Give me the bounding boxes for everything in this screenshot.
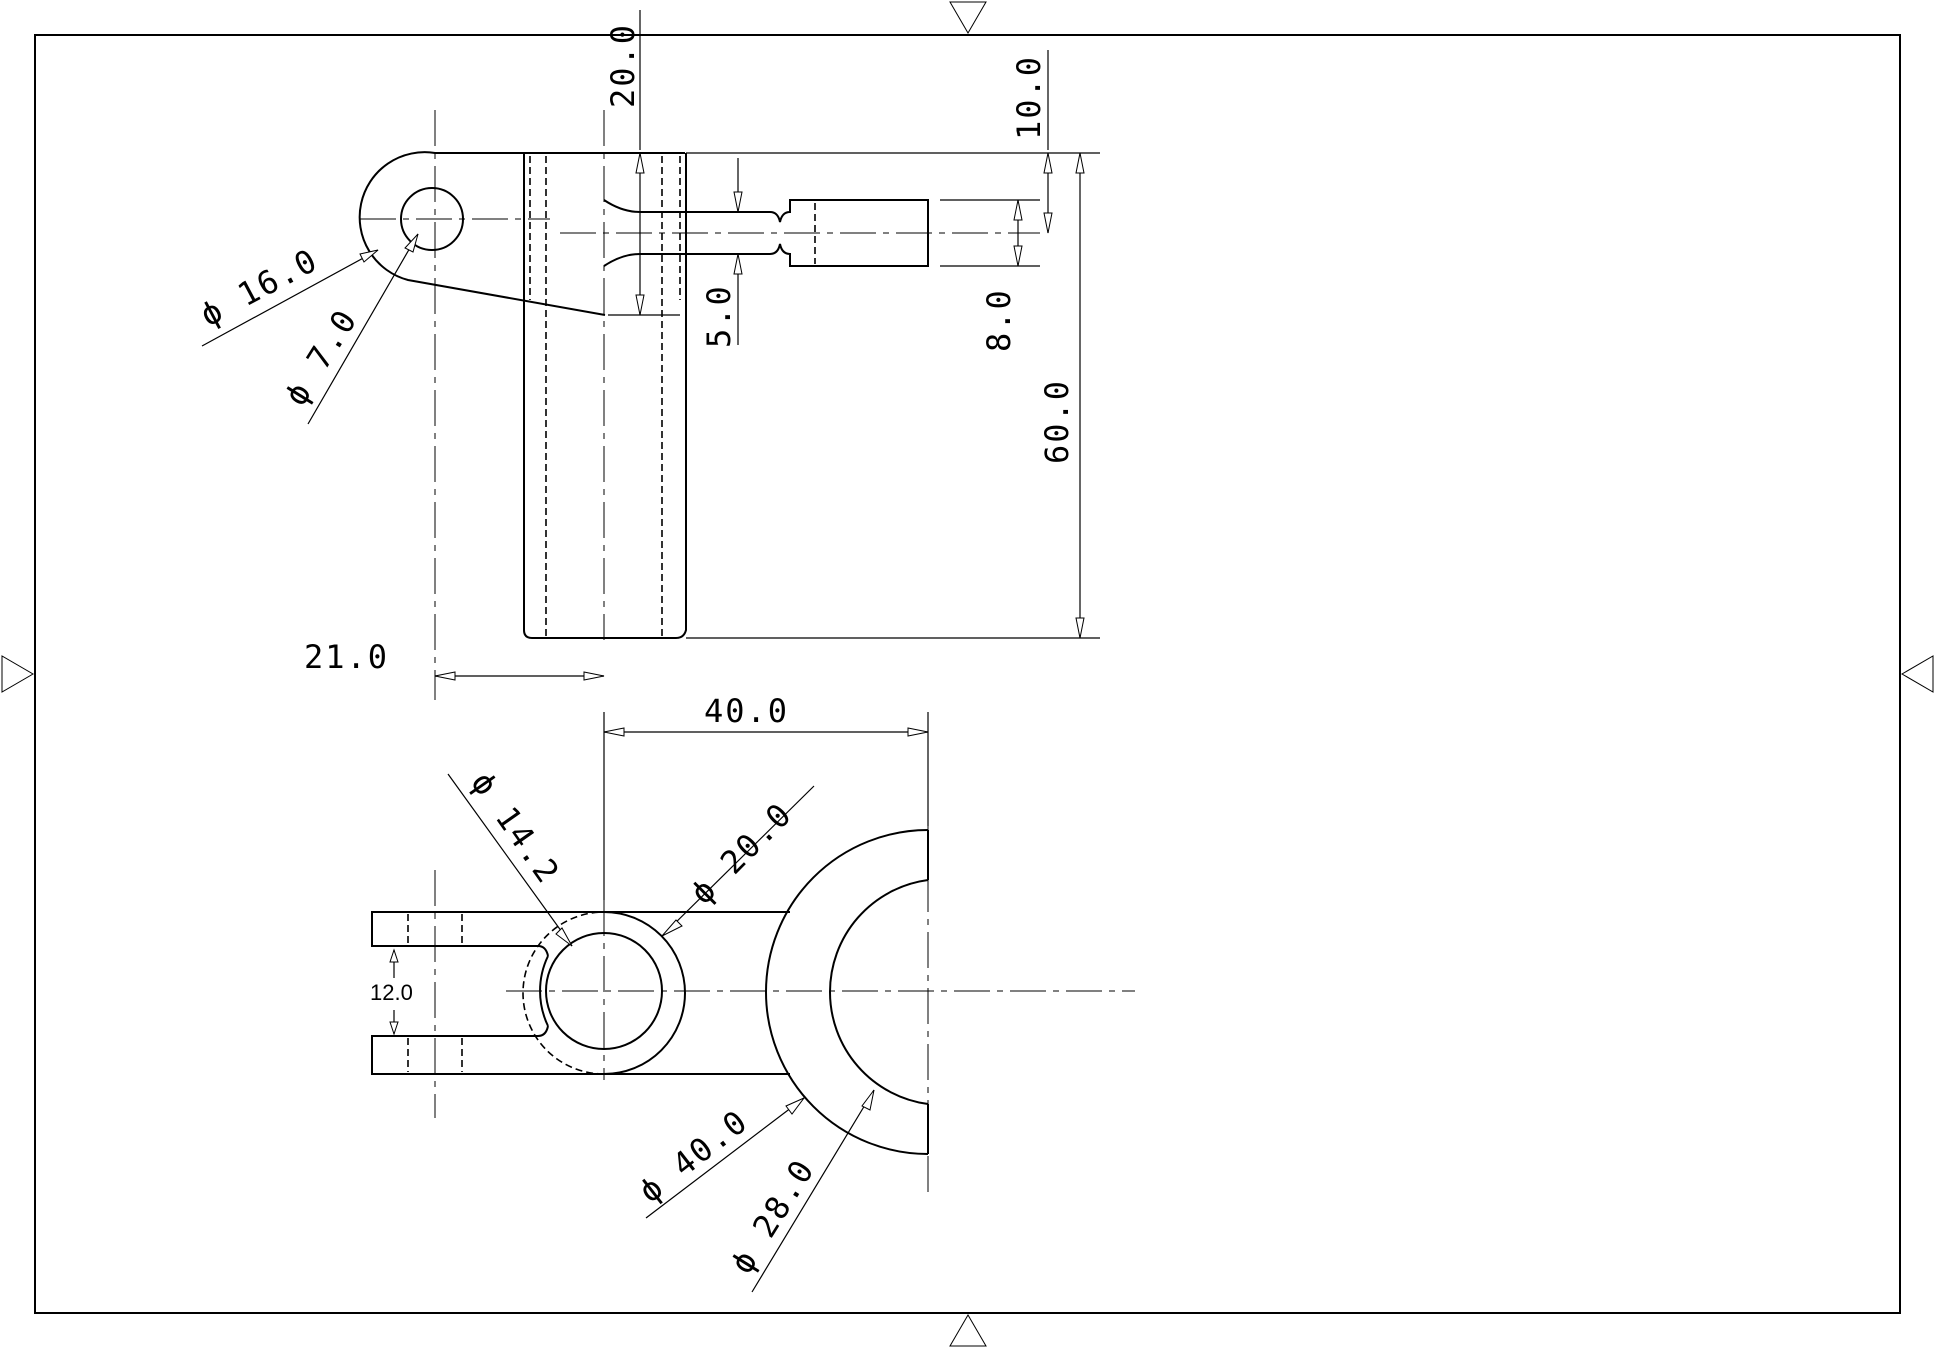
sheet-border [34, 34, 1901, 1314]
dim-text-h8: 8.0 [980, 288, 1018, 352]
top-view: ϕ 16.0 ϕ 7.0 20.0 10.0 5.0 8.0 60.0 21.0 [194, 10, 1100, 700]
dim-text-h5: 5.0 [700, 284, 738, 348]
dim-text-d16: ϕ 16.0 [194, 241, 324, 334]
dim-arrow [1043, 212, 1053, 234]
dim-text-h20: 20.0 [604, 23, 642, 108]
ring-inner [829, 879, 929, 1105]
dim-arrow [861, 1089, 875, 1111]
dim-arrow [1013, 199, 1023, 221]
fork-outline [371, 911, 790, 1075]
ear-hole [400, 187, 464, 251]
boss-visible-left [539, 955, 549, 1027]
dim-text-h10: 10.0 [1010, 55, 1048, 140]
dim-arrow [389, 1021, 399, 1036]
dim-arrow [603, 727, 625, 737]
dim-text-w21: 21.0 [304, 638, 389, 676]
dim-arrow [583, 671, 605, 681]
dim-arrow [389, 948, 399, 963]
dim-text-d14-2: ϕ 14.2 [463, 765, 567, 891]
dim-arrow [733, 253, 743, 275]
dim-arrow [404, 233, 419, 253]
dim-arrow [1043, 152, 1053, 174]
dim-arrow [733, 191, 743, 213]
dim-arrow [785, 1096, 806, 1115]
pin-outline [686, 199, 929, 267]
top-center-triangle [949, 1, 987, 34]
dim-text-h60: 60.0 [1038, 379, 1076, 464]
dim-arrow [635, 152, 645, 174]
dim-text-w40: 40.0 [704, 692, 789, 730]
dim-arrow [661, 919, 683, 937]
leader-line [645, 1097, 805, 1219]
ear-outline [358, 151, 685, 316]
dim-arrow [635, 294, 645, 316]
dim-text-gap12: 12.0 [370, 980, 413, 1005]
dim-arrow [907, 727, 929, 737]
leader-line [201, 249, 379, 347]
dim-arrow [555, 927, 573, 947]
left-center-triangle [1, 655, 34, 693]
column-outline [523, 153, 687, 639]
dim-text-d28: ϕ 28.0 [723, 1152, 823, 1280]
dim-text-d20: ϕ 20.0 [683, 795, 800, 912]
dim-text-d40: ϕ 40.0 [632, 1102, 756, 1210]
leader-line [661, 785, 815, 937]
right-center-triangle [1901, 655, 1934, 693]
boss-outer-hidden [522, 911, 605, 1075]
dim-arrow [359, 249, 379, 263]
ring-outer [765, 829, 929, 1155]
dim-arrow [1075, 617, 1085, 639]
boss-outer [603, 911, 686, 1075]
bottom-center-triangle [949, 1314, 987, 1347]
dim-arrow [434, 671, 456, 681]
dim-arrow [1075, 152, 1085, 174]
dim-arrow [1013, 245, 1023, 267]
dim-text-d7: ϕ 7.0 [277, 302, 366, 412]
leader-line [307, 233, 419, 425]
leader-line [447, 773, 573, 947]
front-view: 40.0 ϕ 14.2 ϕ 20.0 12.0 ϕ 40.0 ϕ 28.0 [370, 692, 1135, 1293]
boss-hole [545, 932, 663, 1050]
leader-line [751, 1089, 875, 1293]
